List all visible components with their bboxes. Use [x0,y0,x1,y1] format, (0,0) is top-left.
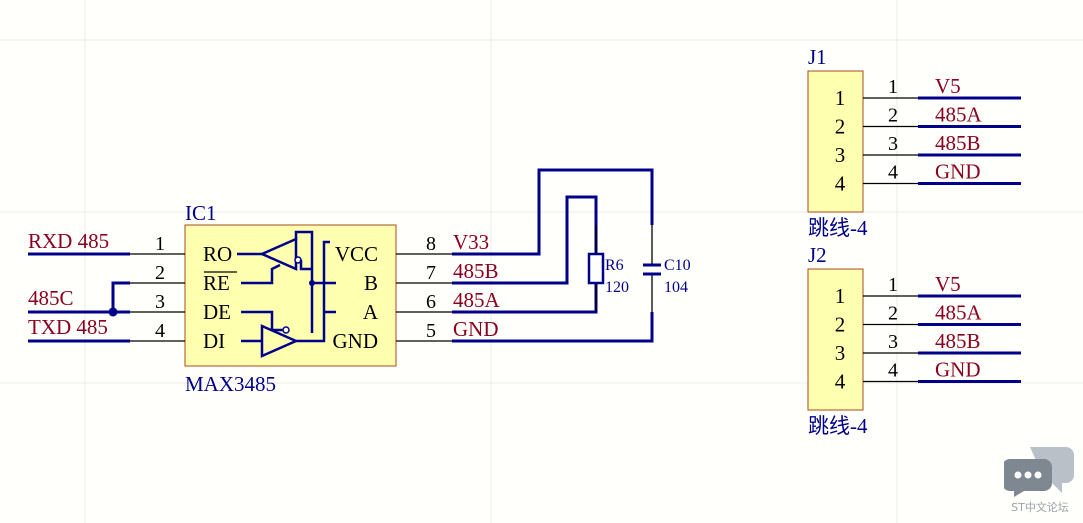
wire-re-de-link [111,281,130,312]
connector-pin-number: 4 [888,360,898,382]
connector-pin-inside: 2 [835,313,846,337]
wire-485b [452,195,598,285]
ic1-pin-number: 1 [155,233,165,255]
connector-pin-inside: 3 [835,143,846,167]
internal-wire [299,260,312,271]
net-label-v33: V33 [453,230,489,254]
net-label-gnd: GND [935,358,981,382]
net-label-485a: 485A [935,103,983,127]
connector-pin-inside: 3 [835,341,846,365]
net-label-485b: 485B [453,259,499,283]
ic1-pin-name: VCC [335,242,378,266]
internal-wire [296,240,330,343]
watermark: ST中文论坛 [1003,441,1077,515]
connector-pin-number: 1 [888,274,898,296]
connector-pin-number: 2 [888,303,898,325]
r6-designator: R6 [605,257,624,274]
internal-wire [241,310,283,332]
ic1-part-name: MAX3485 [185,372,276,396]
connector-pin-inside: 1 [835,284,846,308]
ic1-pin-name: DI [203,329,225,353]
connector-pin-number: 3 [888,133,898,155]
connector-pin-number: 4 [888,162,898,184]
ic1-pin-name: GND [333,329,379,353]
receiver-buffer [258,237,298,271]
c10-value: 104 [664,279,688,296]
net-label-485a: 485A [453,288,501,312]
net-label-485c: 485C [28,286,74,310]
ic1-pin-number: 5 [426,320,436,342]
connector-part-name: 跳线-4 [808,414,868,438]
connector-designator: J1 [808,45,827,69]
net-label-gnd: GND [935,160,981,184]
net-label-gnd: GND [453,317,499,341]
internal-wire [241,263,281,285]
ic1-designator: IC1 [185,201,217,225]
connector-pin-number: 3 [888,331,898,353]
chat-bubbles-icon [1004,447,1074,497]
r6-body [587,252,605,285]
inversion-bubble [282,326,290,334]
wires [28,96,1021,383]
connector-j2: J2 跳线-4 1 1 V5 2 2 485A 3 3 485B 4 4 GND [807,243,983,438]
connector-designator: J2 [808,243,827,267]
connector-body [807,268,864,411]
connector-pin-inside: 2 [835,115,846,139]
ic1-pin-number: 2 [155,262,165,284]
connector-pin-inside: 4 [835,172,846,196]
ic1-pin-name: RO [203,242,232,266]
net-label-v5: V5 [935,74,961,98]
connector-pin-inside: 4 [835,370,846,394]
ic1-pin-number: 6 [426,291,436,313]
ic1-pin-number: 8 [426,233,436,255]
junction-dot [309,280,315,286]
connector-body [807,70,864,213]
ic1-pin-number: 4 [155,320,165,342]
ic1-pin-name: B [364,271,378,295]
connector-j1: J1 跳线-4 1 1 V5 2 2 485A 3 3 485B 4 4 GND [807,45,983,240]
junction-dot [108,307,118,317]
watermark-text: ST中文论坛 [1011,501,1069,514]
ic1-pin-number: 7 [426,262,436,284]
ic1-pin-name: A [363,300,379,324]
connector-pin-number: 2 [888,105,898,127]
net-label-485b: 485B [935,329,981,353]
wire-v33 [452,168,654,256]
net-label-v5: V5 [935,272,961,296]
wire-gnd [452,312,654,343]
c10-designator: C10 [664,257,691,274]
connector-part-name: 跳线-4 [808,216,868,240]
ic1-pin-number: 3 [155,291,165,313]
net-label-485b: 485B [935,131,981,155]
ic1-pin-name: DE [203,300,231,324]
r6-value: 120 [605,279,629,296]
connector-pin-inside: 1 [835,86,846,110]
connector-pin-number: 1 [888,76,898,98]
net-label-rxd485: RXD 485 [28,229,109,253]
net-label-txd485: TXD 485 [28,315,108,339]
transceiver-internal [237,230,336,358]
ic1-pin-name: RE [203,271,230,295]
net-label-485a: 485A [935,301,983,325]
